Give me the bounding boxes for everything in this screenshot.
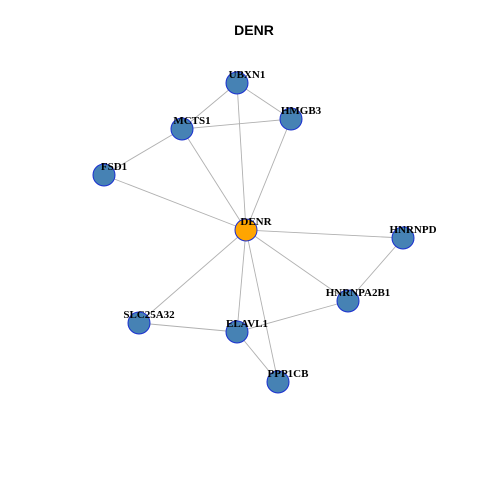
node-circle-ubxn1 [225,71,249,95]
node-label-hnrnpa2b1: HNRNPA2B1 [326,287,391,299]
node-fsd1: FSD1 [92,161,127,187]
node-hnrnpd: HNRNPD [389,224,437,250]
node-circle-hnrnpd [391,226,415,250]
node-label-mcts1: MCTS1 [173,115,210,127]
node-circle-elavl1 [225,320,249,344]
edge-denr-hnrnpd [245,229,404,239]
edge-denr-ppp1cb [245,229,279,383]
edge-ubxn1-denr [236,82,247,231]
node-circle-ppp1cb [266,370,290,394]
node-label-elavl1: ELAVL1 [226,318,268,330]
node-circle-hmgb3 [279,107,303,131]
edge-slc25a32-elavl1 [138,322,238,333]
edge-hnrnpd-hnrnpa2b1 [347,237,404,302]
edge-mcts1-denr [181,128,247,231]
edge-denr-hnrnpa2b1 [245,229,349,302]
edge-denr-slc25a32 [138,229,247,324]
node-label-ubxn1: UBXN1 [229,69,266,81]
edge-mcts1-hmgb3 [181,118,292,130]
edge-hmgb3-denr [245,118,292,231]
node-label-denr: DENR [240,216,272,228]
node-circle-hnrnpa2b1 [336,289,360,313]
edge-fsd1-denr [103,174,247,231]
node-circle-slc25a32 [127,311,151,335]
node-ubxn1: UBXN1 [225,69,266,95]
edges-layer [103,82,404,383]
node-circle-mcts1 [170,117,194,141]
edge-denr-elavl1 [236,229,247,333]
node-label-ppp1cb: PPP1CB [268,368,310,380]
node-hmgb3: HMGB3 [279,105,322,131]
edge-ubxn1-mcts1 [181,82,238,130]
node-ppp1cb: PPP1CB [266,368,310,394]
node-label-hnrnpd: HNRNPD [389,224,436,236]
node-label-hmgb3: HMGB3 [281,105,322,117]
node-slc25a32: SLC25A32 [123,309,175,335]
graph-title: DENR [234,22,274,38]
node-label-slc25a32: SLC25A32 [123,309,175,321]
edge-mcts1-fsd1 [103,128,183,176]
node-mcts1: MCTS1 [170,115,211,141]
node-circle-denr [234,218,258,242]
node-label-fsd1: FSD1 [101,161,127,173]
node-hnrnpa2b1: HNRNPA2B1 [326,287,391,313]
edge-hnrnpa2b1-elavl1 [236,300,349,333]
node-circle-fsd1 [92,163,116,187]
node-elavl1: ELAVL1 [225,318,268,344]
node-denr: DENR [234,216,273,242]
